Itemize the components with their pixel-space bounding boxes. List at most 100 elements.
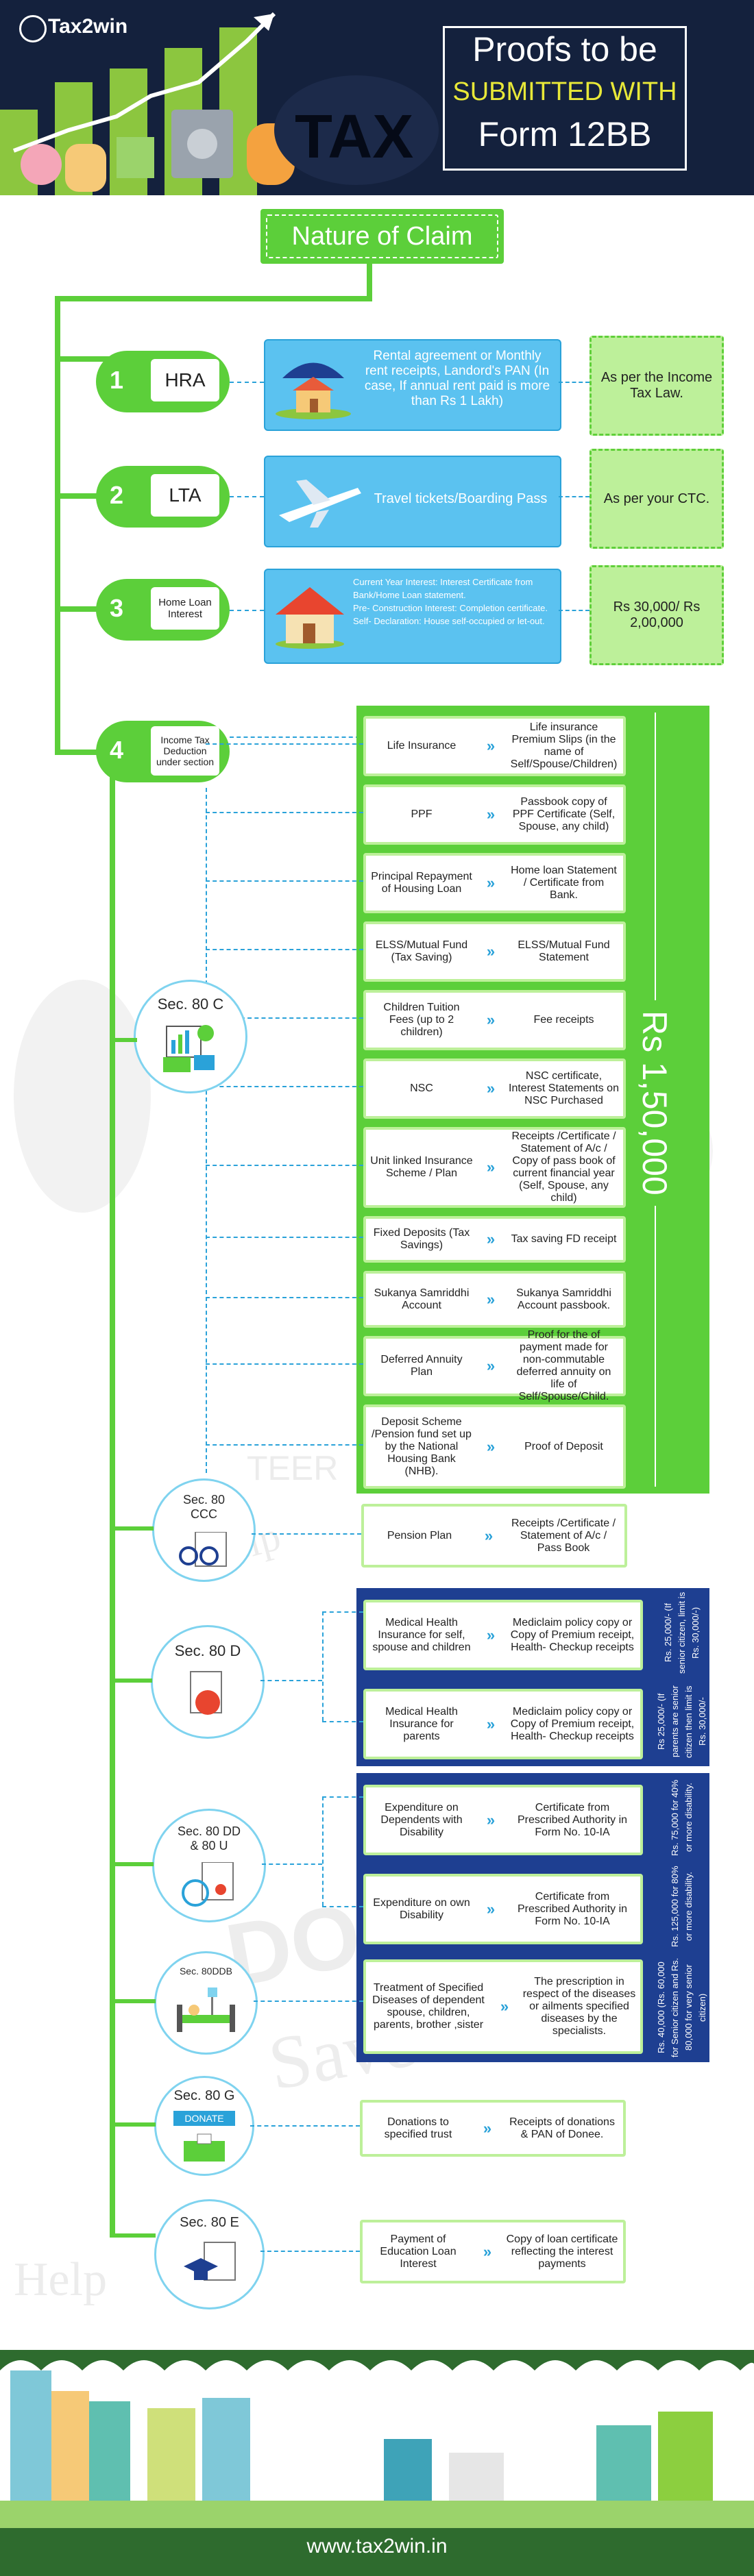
city-illustration bbox=[0, 2350, 754, 2576]
sec80d-row-parents: Medical Health Insurance for parents » M… bbox=[363, 1689, 643, 1759]
sec80c-row: Deposit Scheme /Pension fund set up by t… bbox=[363, 1404, 626, 1489]
connector bbox=[322, 1796, 363, 1798]
chevron-right-icon: » bbox=[486, 806, 496, 823]
chevron-right-icon: » bbox=[486, 1437, 496, 1455]
connector bbox=[206, 743, 363, 745]
connector bbox=[559, 382, 589, 383]
connector bbox=[206, 1363, 363, 1365]
connector bbox=[230, 496, 264, 497]
connector bbox=[206, 1165, 363, 1166]
sec80ccc-row: Pension Plan » Receipts /Certificate / S… bbox=[361, 1504, 627, 1568]
chevron-right-icon: » bbox=[486, 1230, 496, 1248]
sec80dd-row-own: Expenditure on own Disability » Certific… bbox=[363, 1874, 643, 1944]
connector bbox=[322, 1721, 363, 1722]
connector bbox=[55, 606, 110, 612]
connector bbox=[322, 1796, 324, 1906]
claim-tag-hra: 1 HRA bbox=[96, 351, 230, 412]
sec80c-circle: Sec. 80 C bbox=[134, 980, 247, 1093]
brand-logo[interactable]: Tax2win bbox=[48, 15, 128, 38]
chart-book-icon bbox=[163, 1025, 215, 1072]
connector bbox=[110, 1526, 154, 1531]
sec80ccc-circle: Sec. 80 CCC bbox=[152, 1478, 256, 1582]
connector bbox=[206, 1237, 363, 1238]
connector bbox=[206, 788, 207, 1473]
connector bbox=[55, 296, 60, 755]
chevron-right-icon: » bbox=[486, 1900, 496, 1918]
svg-text:TEER: TEER bbox=[247, 1449, 338, 1487]
connector bbox=[55, 296, 372, 301]
claim-tag-deductions: 4 Income Tax Deduction under section bbox=[96, 721, 230, 782]
connector bbox=[262, 1863, 322, 1865]
sec80c-row: Children Tuition Fees (up to 2 children)… bbox=[363, 990, 626, 1050]
chevron-right-icon: » bbox=[500, 1998, 509, 2015]
connector bbox=[110, 1999, 156, 2003]
connector bbox=[110, 1679, 152, 1683]
home-loan-limit: Rs 30,000/ Rs 2,00,000 bbox=[589, 565, 724, 665]
sec80c-row: Sukanya Samriddhi Account»Sukanya Samrid… bbox=[363, 1271, 626, 1328]
connector bbox=[110, 1862, 154, 1866]
lta-limit: As per your CTC. bbox=[589, 449, 724, 549]
sec80g-circle: Sec. 80 G DONATE bbox=[154, 2076, 254, 2176]
connector bbox=[230, 382, 264, 383]
chevron-right-icon: » bbox=[486, 1011, 496, 1028]
chevron-right-icon: » bbox=[486, 943, 496, 960]
sec80c-row: NSC»NSC certificate, Interest Statements… bbox=[363, 1058, 626, 1119]
glasses-icon bbox=[179, 1532, 227, 1567]
connector bbox=[110, 2122, 156, 2127]
connector bbox=[55, 750, 110, 755]
divider bbox=[655, 713, 656, 1000]
connector bbox=[322, 1611, 363, 1613]
connector bbox=[367, 247, 372, 301]
claim-tag-lta: 2 LTA bbox=[96, 466, 230, 528]
sec80ddb-row: Treatment of Specified Diseases of depen… bbox=[363, 1959, 643, 2054]
connector bbox=[230, 736, 360, 738]
nature-of-claim-box: Nature of Claim bbox=[260, 209, 504, 264]
chevron-right-icon: » bbox=[486, 737, 496, 754]
connector bbox=[206, 1086, 363, 1087]
connector bbox=[260, 1680, 322, 1681]
chevron-right-icon: » bbox=[486, 1080, 496, 1097]
connector bbox=[206, 949, 363, 950]
connector bbox=[260, 2251, 360, 2252]
sec80c-row: PPF»Passbook copy of PPF Certificate (Se… bbox=[363, 784, 626, 845]
connector bbox=[206, 1444, 363, 1446]
connector bbox=[55, 493, 110, 499]
home-loan-proof-card: Current Year Interest: Interest Certific… bbox=[264, 569, 561, 664]
connector bbox=[230, 610, 264, 611]
connector bbox=[206, 880, 363, 882]
connector bbox=[110, 774, 115, 2233]
connector bbox=[254, 2001, 363, 2002]
sec80dd-row-dependents: Expenditure on Dependents with Disabilit… bbox=[363, 1785, 643, 1855]
footer-url[interactable]: www.tax2win.in bbox=[306, 2535, 448, 2558]
sec80ddb-circle: Sec. 80DDB bbox=[154, 1951, 258, 2055]
sec80c-row: Principal Repayment of Housing Loan»Home… bbox=[363, 853, 626, 913]
footer-cityscape bbox=[0, 2350, 754, 2576]
connector bbox=[206, 1296, 363, 1298]
connector bbox=[55, 356, 110, 362]
connector bbox=[559, 496, 589, 497]
connector bbox=[206, 1017, 363, 1019]
svg-text:TAX: TAX bbox=[295, 103, 413, 171]
sec80c-limit: Rs 1,50,000 bbox=[635, 1011, 674, 1196]
health-apple-icon bbox=[190, 1671, 222, 1715]
connector bbox=[252, 1533, 361, 1535]
lta-proof-card: Travel tickets/Boarding Pass bbox=[264, 456, 561, 547]
hra-proof-card: Rental agreement or Monthly rent receipt… bbox=[264, 339, 561, 431]
sec80d-row-self: Medical Health Insurance for self, spous… bbox=[363, 1600, 643, 1670]
donate-sign: DONATE bbox=[173, 2111, 235, 2126]
chevron-right-icon: » bbox=[486, 1159, 496, 1176]
page-title: Proofs to be SUBMITTED WITH Form 12BB bbox=[443, 26, 687, 171]
nature-of-claim-title: Nature of Claim bbox=[266, 214, 498, 258]
claim-tag-home-loan: 3 Home Loan Interest bbox=[96, 579, 230, 641]
hospital-bed-icon bbox=[177, 1987, 235, 2032]
graduation-cap-icon bbox=[184, 2242, 236, 2281]
connector bbox=[206, 812, 363, 813]
sec80c-row: Deferred Annuity Plan»Proof for the of p… bbox=[363, 1329, 626, 1402]
sec80g-row: Donations to specified trust » Receipts … bbox=[360, 2100, 626, 2157]
sec80c-row: ELSS/Mutual Fund (Tax Saving)»ELSS/Mutua… bbox=[363, 921, 626, 982]
sec80e-row: Payment of Education Loan Interest » Cop… bbox=[360, 2220, 626, 2283]
connector bbox=[250, 2125, 360, 2127]
connector bbox=[110, 1038, 137, 1042]
chevron-right-icon: » bbox=[486, 1626, 496, 1644]
sec80c-row: Life Insurance»Life insurance Premium Sl… bbox=[363, 716, 626, 776]
